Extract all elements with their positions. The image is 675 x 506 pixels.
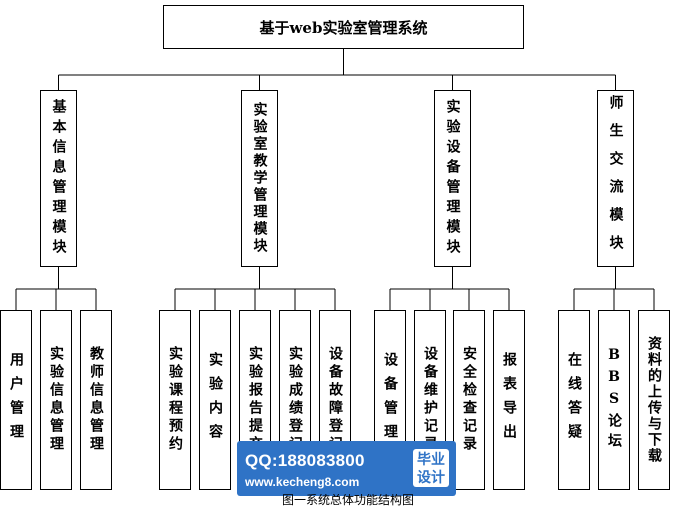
leaf-node: 报表导出 — [493, 310, 525, 490]
module-node: 实验设备管理模块 — [434, 90, 471, 267]
root-label: 基于web实验室管理系统 — [259, 18, 428, 37]
leaf-node: 资料的上传与下载 — [638, 310, 670, 490]
leaf-node: 在线答疑 — [558, 310, 590, 490]
leaf-label: BBS论坛 — [606, 347, 622, 453]
module-label: 实验室教学管理模块 — [251, 102, 268, 255]
module-node: 师生交流模块 — [597, 90, 634, 267]
leaf-label: 实验报告提交 — [247, 346, 263, 454]
leaf-label: 资料的上传与下载 — [646, 336, 662, 464]
watermark-url: www.kecheng8.com — [245, 475, 360, 489]
leaf-node: 实验课程预约 — [159, 310, 191, 490]
leaf-label: 设备故障登记 — [327, 346, 343, 454]
leaf-node: 安全检查记录 — [453, 310, 485, 490]
watermark-banner: QQ:188083800 www.kecheng8.com 毕业 设计 — [237, 441, 456, 496]
leaf-label: 实验信息管理 — [48, 346, 64, 454]
leaf-node: 用户管理 — [0, 310, 32, 490]
leaf-label: 教师信息管理 — [88, 346, 104, 454]
leaf-label: 实验内容 — [207, 352, 223, 448]
leaf-label: 用户管理 — [8, 352, 24, 448]
leaf-label: 设备维护记录 — [422, 346, 438, 454]
leaf-label: 实验课程预约 — [167, 346, 183, 454]
leaf-label: 报表导出 — [501, 352, 517, 448]
leaf-label: 设备管理 — [382, 352, 398, 448]
watermark-badge-line2: 设计 — [417, 469, 445, 485]
watermark-qq: QQ:188083800 — [245, 451, 365, 470]
watermark-badge-line1: 毕业 — [417, 451, 445, 467]
module-label: 基本信息管理模块 — [50, 98, 67, 259]
module-label: 师生交流模块 — [607, 94, 624, 263]
leaf-node: 实验信息管理 — [40, 310, 72, 490]
module-label: 实验设备管理模块 — [444, 98, 461, 259]
leaf-node: BBS论坛 — [598, 310, 630, 490]
module-node: 实验室教学管理模块 — [241, 90, 278, 267]
leaf-node: 实验内容 — [199, 310, 231, 490]
watermark-badge: 毕业 设计 — [413, 449, 449, 487]
figure-caption: 图一系统总体功能结构图 — [281, 494, 414, 506]
leaf-label: 实验成绩登记 — [287, 346, 303, 454]
module-node: 基本信息管理模块 — [40, 90, 77, 267]
leaf-node: 教师信息管理 — [80, 310, 112, 490]
leaf-label: 在线答疑 — [566, 352, 582, 448]
root-node: 基于web实验室管理系统 — [163, 5, 524, 49]
leaf-label: 安全检查记录 — [461, 346, 477, 454]
